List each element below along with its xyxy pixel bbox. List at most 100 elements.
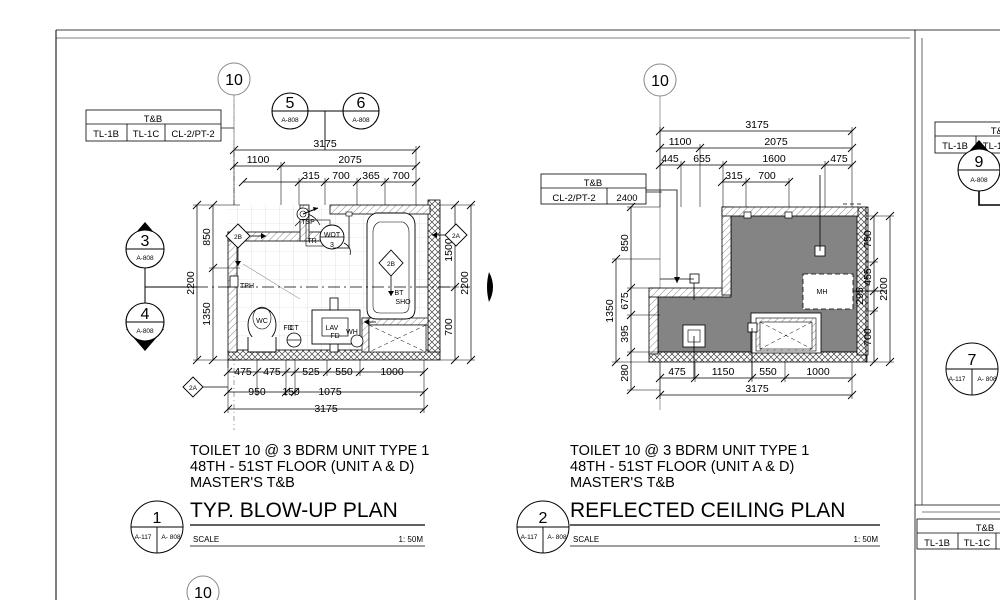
plan-dim-bot1-4: 1000 [380,366,404,378]
fixture-tph-holder [229,275,239,288]
ceiling-fitting-1 [689,273,700,284]
section-marker-9[interactable]: 9 A-808 [957,140,1000,206]
ceiling-dim-top2-0: 1100 [669,136,692,148]
plan-dim-bot-overall: 3175 [314,403,338,415]
title-ceiling-detail-number: 2 [539,510,548,527]
finish-table-plan [85,109,234,142]
ceiling-dim-right-overall: 2200 [878,277,890,301]
plan-dim-left-1: 1350 [201,302,213,326]
ceiling-dim-bot-0: 475 [668,366,686,378]
plan-dim-right-overall: 2200 [459,271,471,295]
fixture-label-fd-1: FD [283,325,292,332]
section-marker-6[interactable]: 6 A-808 [342,92,380,130]
finish-table-plan-cell-2: CL-2/PT-2 [171,129,214,140]
finish-table-right-top-cell-0: TL-1B [942,141,968,152]
finish-table-right-bottom-cell-0: TL-1B [924,538,950,549]
title-plan-main: TYP. BLOW-UP PLAN [190,499,398,522]
ceiling-dim-left-2: 395 [619,325,631,343]
plan-dim-bot1-3: 550 [335,366,353,378]
ceiling-dim-left-outer: 1350 [604,299,616,323]
title-ceiling-scale-label: SCALE [573,535,599,544]
plan-elevation-arrow [487,272,493,302]
detail-marker-2a-right-label: 2A [452,233,461,240]
ceiling-walls [648,203,869,363]
ceiling-dim-left-3: 280 [619,364,631,382]
finish-table-plan-title: T&B [144,114,162,125]
section-marker-5[interactable]: 5 A-808 [271,92,309,130]
ceiling-dim-top3-0: 445 [661,153,679,165]
ceiling-dim-right-2: 295 [854,287,866,305]
ceiling-dim-top2-1: 2075 [764,136,788,148]
ceiling-dim-bot-1: 1150 [712,366,735,378]
detail-marker-2b-tub[interactable]: 2B [378,249,404,296]
section-marker-9-number: 9 [975,154,984,171]
plan-dim-top3-1: 700 [332,170,350,182]
finish-table-plan-cell-1: TL-1C [133,129,160,140]
ceiling-dims-top [655,126,857,207]
section-marker-5-number: 5 [286,95,295,112]
section-marker-4-number: 4 [141,306,150,323]
plan-dims-bottom [223,360,429,414]
section-marker-3-sheet: A-808 [136,255,154,262]
finish-table-right-bottom-cell-1: TL-1C [964,538,991,549]
fixture-wh-circle [350,334,364,348]
title-plan-detail-number: 1 [153,510,162,527]
fixture-label-lav: LAV [326,325,339,332]
detail-marker-2b-left[interactable]: 2B [225,223,266,249]
ceiling-dim-top4-1: 700 [758,170,776,182]
title-plan-line3: MASTER'S T&B [190,475,295,491]
title-plan-line2: 48TH - 51ST FLOOR (UNIT A & D) [190,459,414,475]
grid-bubble-top-left-label: 10 [225,72,243,89]
plan-dim-bot2-0: 950 [248,386,266,398]
title-ceiling-line1: TOILET 10 @ 3 BDRM UNIT TYPE 1 [570,443,809,459]
fixture-label-wc: WC [256,318,268,325]
grid-bubble-top-left[interactable]: 10 [217,62,251,150]
ceiling-dim-right-1: 455 [862,268,874,286]
title-plan-ref-right: A- 808 [161,534,181,541]
plan-fixtures [196,207,470,353]
title-plan-ref-left: A-117 [135,534,152,541]
plan-dim-left-overall: 2200 [185,271,197,295]
ceiling-dim-top3-3: 475 [830,153,848,165]
section-marker-4[interactable]: 4 A-808 [125,302,165,351]
ceiling-dim-left-0: 850 [619,234,631,252]
fixture-label-ct: CT [289,325,299,332]
section-marker-7[interactable]: 7 A-117 A- 808 [945,342,999,396]
detail-marker-2b-tub-label: 2B [387,261,395,268]
finish-table-ceiling [540,173,662,205]
section-marker-3[interactable]: 3 A-808 [125,222,165,269]
grid-bubble-top-right-label: 10 [651,73,669,90]
ceiling-dim-top3-1: 655 [693,153,711,165]
section-marker-4-sheet: A-808 [136,328,154,335]
section-marker-6-number: 6 [357,95,366,112]
plan-dims-left [192,200,240,365]
fixture-label-fd-2: FD [330,333,339,340]
fixture-label-tsp: TSP [301,219,315,226]
finish-table-right-top-title: T&B [991,126,1000,137]
fixture-label-tph: TPH [240,283,254,290]
ceiling-dim-bot-3: 1000 [806,366,830,378]
section-marker-3-number: 3 [141,233,150,250]
plan-dim-top3-3: 700 [392,170,410,182]
detail-marker-2b-left-label: 2B [234,234,242,241]
section-marker-7-sheet-right: A- 808 [977,376,997,383]
finish-table-ceiling-title: T&B [584,178,602,189]
fixture-label-wot: WOT [324,232,341,239]
detail-marker-2a-bottom[interactable]: 2A [182,376,228,398]
plan-dim-top2-0: 1100 [247,154,270,166]
ceiling-dim-bot-overall: 3175 [745,383,769,395]
plan-dims-right [440,200,476,365]
plan-dim-bot1-2: 525 [302,366,320,378]
detail-marker-2a-right[interactable]: 2A [432,223,468,247]
finish-table-ceiling-cell-1: 2400 [616,193,637,204]
finish-table-right-top-cell-1: TL-1C [983,141,1000,152]
plan-dim-bot1-1: 475 [263,366,281,378]
section-marker-6-sheet: A-808 [352,117,370,124]
grid-bubble-bottom-left[interactable]: 10 [186,575,220,600]
grid-bubble-bottom-left-label: 10 [194,585,212,600]
ceiling-dims-right [866,211,895,367]
section-marker-5-sheet: A-808 [281,117,299,124]
finish-table-right-bottom [916,518,1000,550]
